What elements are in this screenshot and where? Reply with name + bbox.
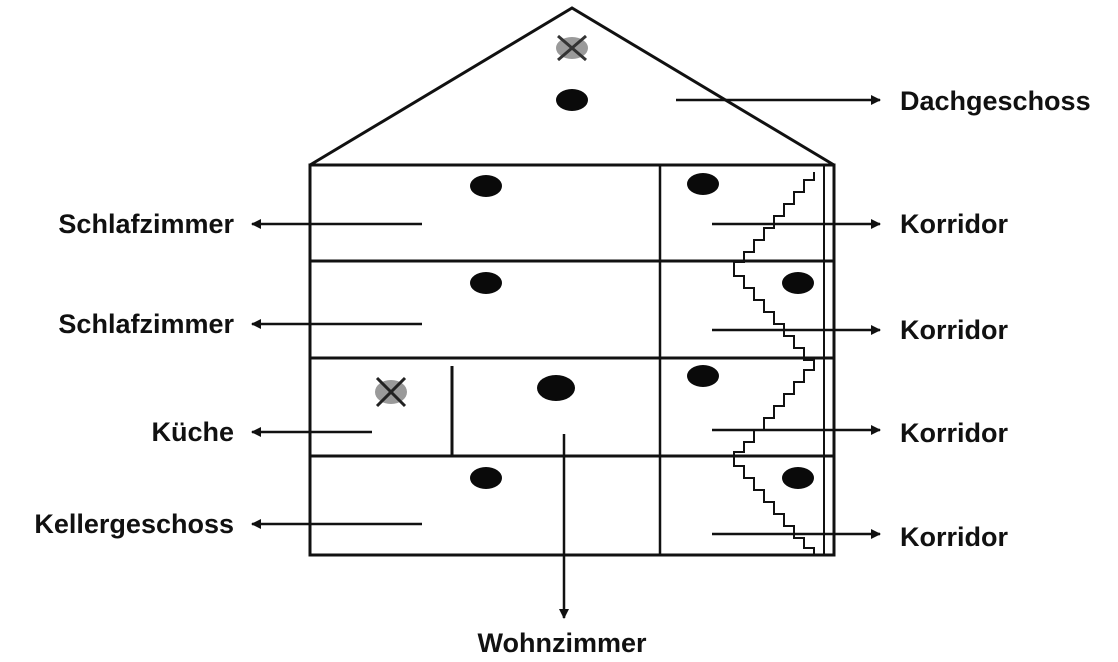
label-korridor-1: Korridor — [900, 209, 1008, 239]
labels: Dachgeschoss Schlafzimmer Korridor Schla… — [34, 86, 1090, 658]
building-frame — [308, 163, 836, 557]
label-kueche: Küche — [151, 417, 234, 447]
label-korridor-3: Korridor — [900, 418, 1008, 448]
smoke-detector-icon — [782, 272, 814, 294]
label-korridor-4: Korridor — [900, 522, 1008, 552]
smoke-detector-icon — [687, 365, 719, 387]
staircase — [733, 172, 815, 555]
smoke-detectors — [470, 89, 814, 489]
label-schlafzimmer-2: Schlafzimmer — [58, 309, 234, 339]
smoke-detector-icon — [687, 173, 719, 195]
cross-marker-icon — [556, 34, 588, 62]
label-korridor-2: Korridor — [900, 315, 1008, 345]
label-schlafzimmer-1: Schlafzimmer — [58, 209, 234, 239]
roof — [309, 6, 835, 167]
arrows — [251, 95, 881, 619]
smoke-detector-icon — [470, 175, 502, 197]
cross-marker-icon — [375, 376, 407, 408]
smoke-detector-icon — [470, 467, 502, 489]
house-outline — [308, 6, 836, 557]
smoke-detector-icon — [537, 375, 575, 401]
label-wohnzimmer: Wohnzimmer — [477, 628, 647, 658]
label-dachgeschoss: Dachgeschoss — [900, 86, 1091, 116]
smoke-detector-icon — [556, 89, 588, 111]
smoke-detector-icon — [470, 272, 502, 294]
smoke-detector-icon — [782, 467, 814, 489]
label-kellergeschoss: Kellergeschoss — [34, 509, 234, 539]
